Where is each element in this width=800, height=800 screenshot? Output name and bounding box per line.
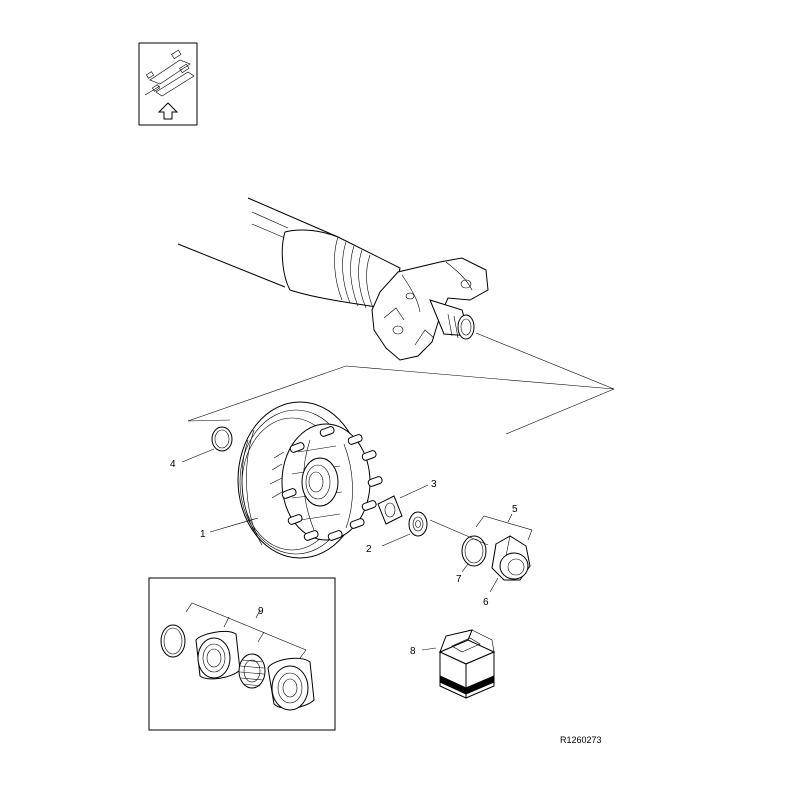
part-7-o-ring: [461, 535, 487, 573]
vehicle-direction-icon: [138, 42, 198, 126]
figure-reference: R1260273: [560, 735, 602, 745]
callout-4: 4: [170, 459, 176, 470]
part-1-hub-and-disc: [209, 401, 383, 559]
callout-9: 9: [258, 606, 264, 617]
callout-3: 3: [431, 479, 437, 490]
tapered-roller-bearing: [238, 653, 266, 689]
part-6-hub-cap: [489, 535, 531, 593]
callout-5: 5: [512, 504, 518, 515]
callout-2: 2: [366, 544, 372, 555]
part-4-seal-ring: [181, 426, 233, 463]
part-5-bracket: [475, 515, 533, 541]
axle-beam: [177, 197, 615, 390]
part-2-hub-nut: [381, 511, 428, 547]
callout-1: 1: [200, 529, 206, 540]
spindle: [429, 299, 475, 340]
callout-7: 7: [456, 574, 462, 585]
callout-6: 6: [483, 597, 489, 608]
parts-kit-box-icon: [421, 629, 496, 699]
assembly-bracket-line: [187, 365, 615, 435]
callout-8: 8: [410, 646, 416, 657]
part-9-bearing-kit-inset: [148, 577, 336, 731]
part-3-lock-washer: [377, 484, 429, 525]
